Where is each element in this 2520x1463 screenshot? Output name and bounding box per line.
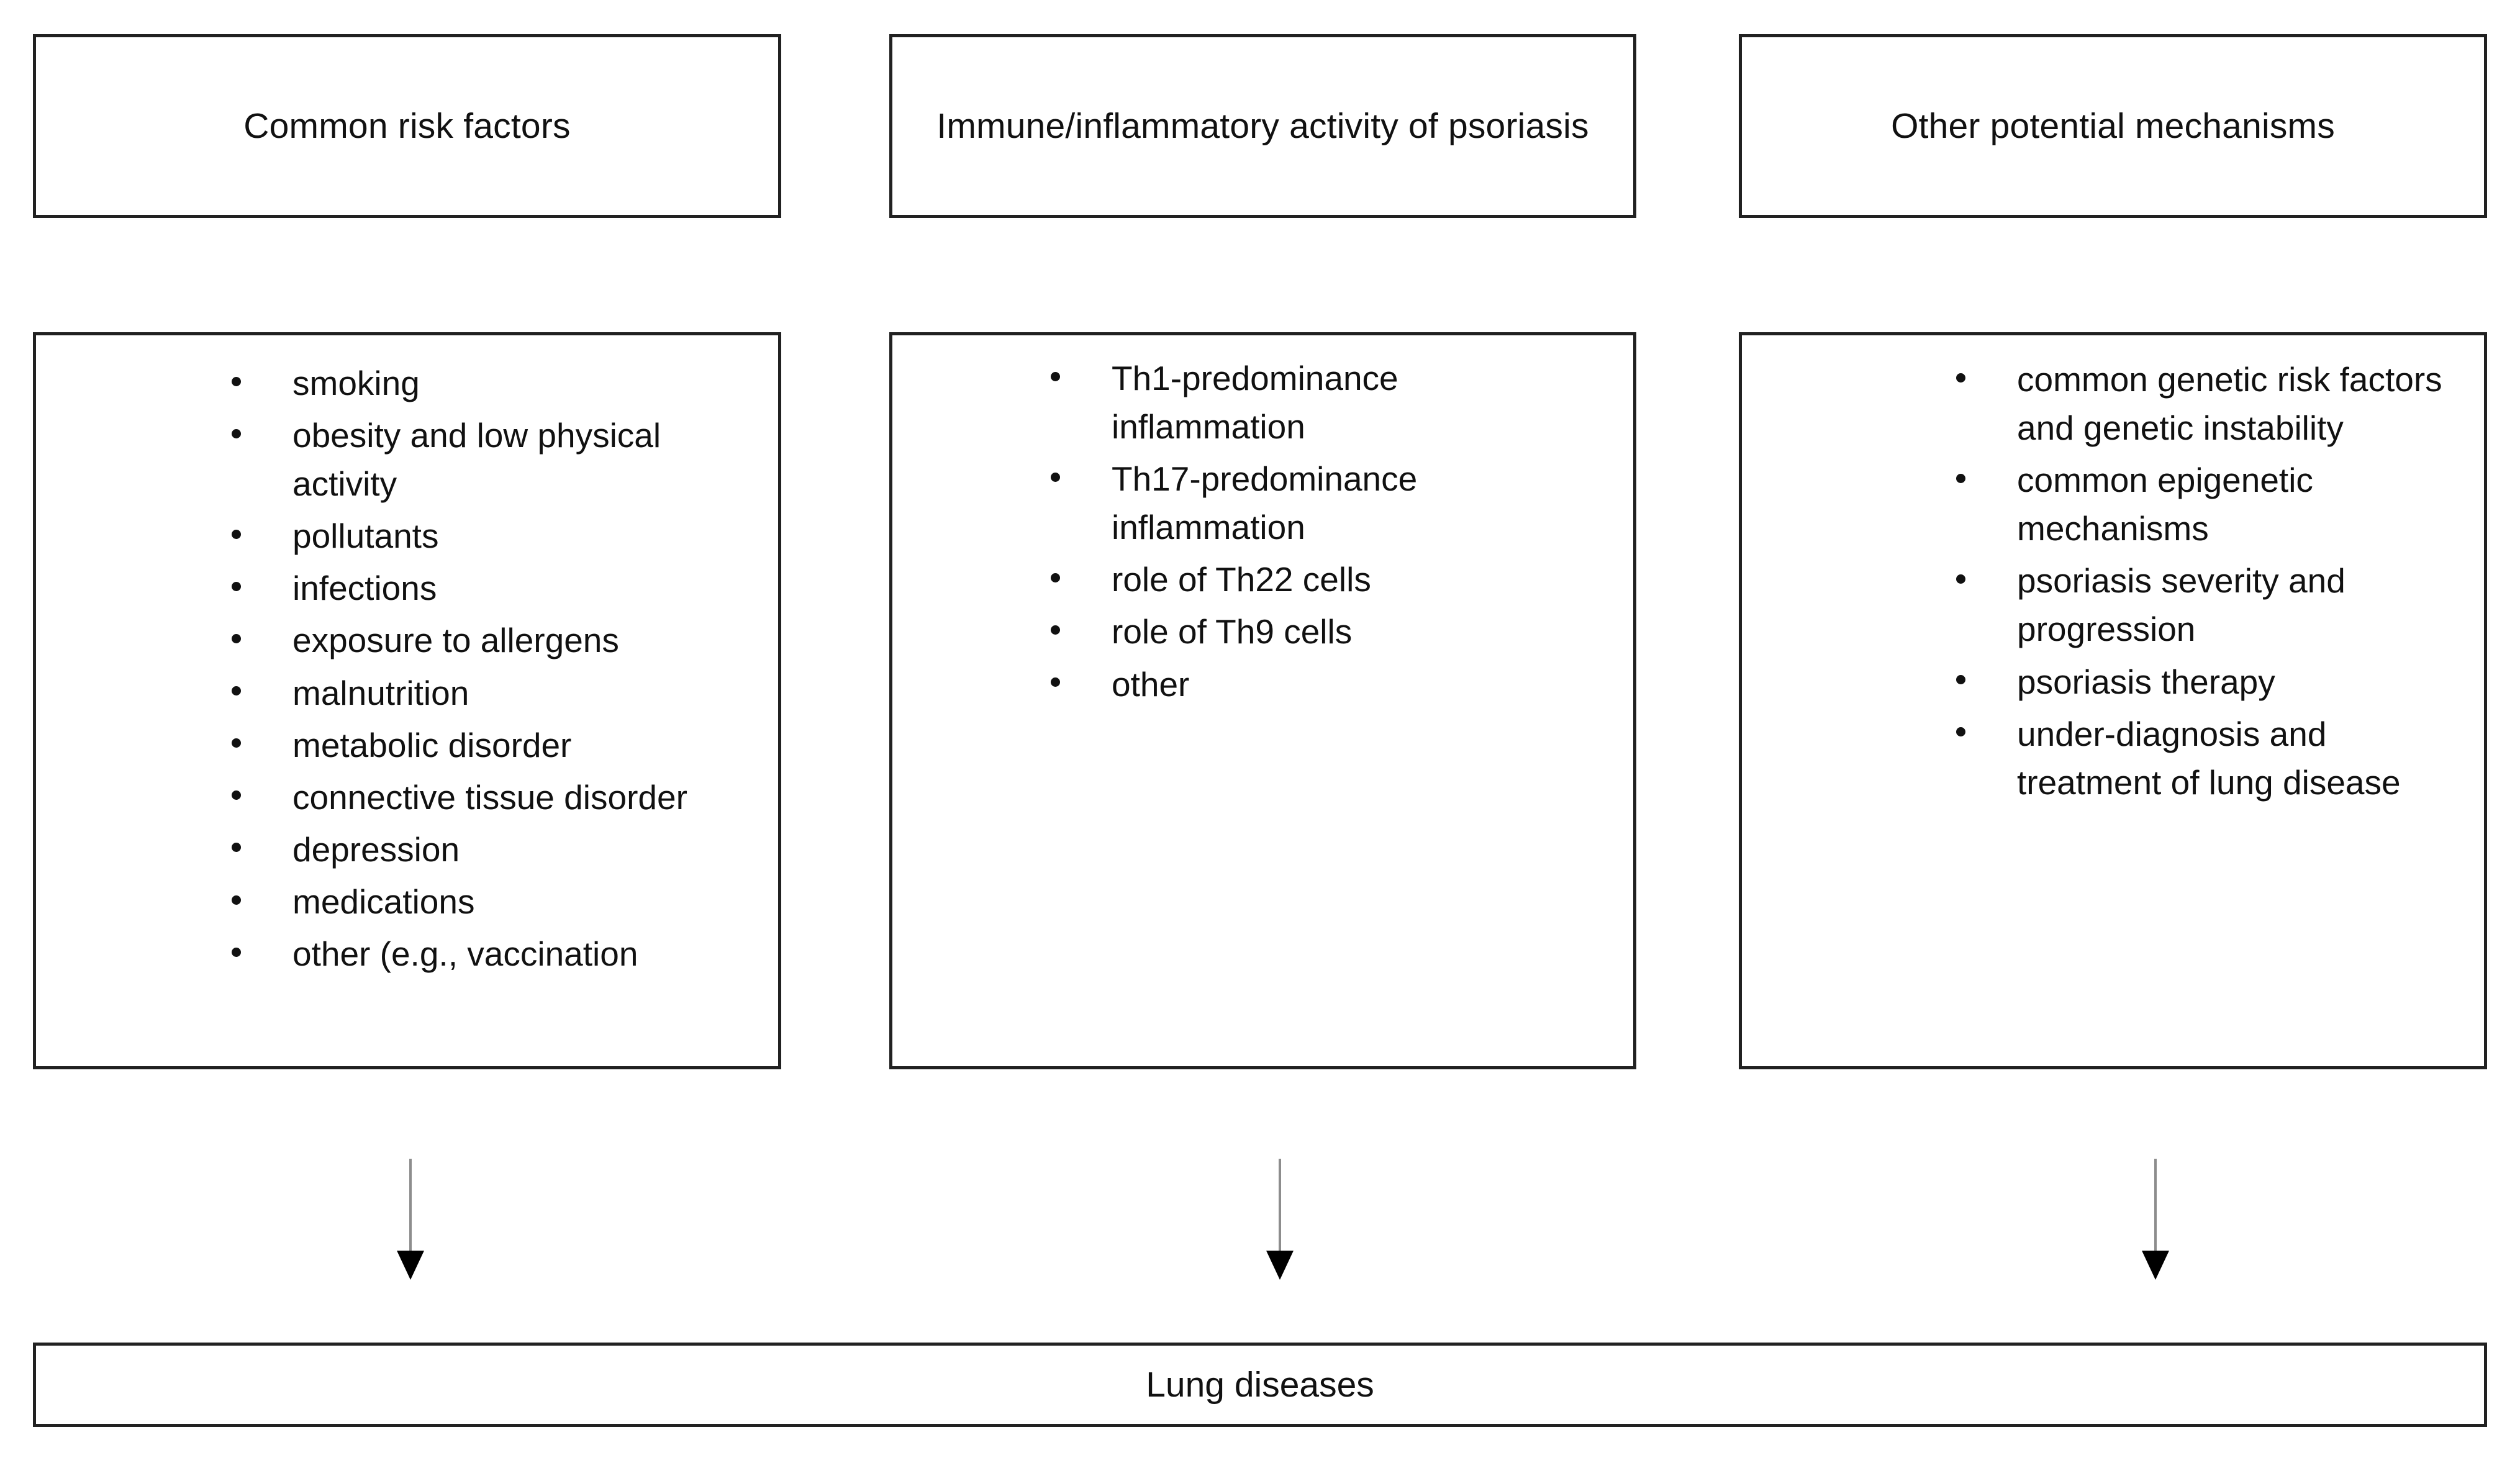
list-item-label: depression (292, 830, 460, 869)
list-item-label: medications (292, 882, 475, 921)
list-item: other (1051, 660, 1597, 709)
list-item-label: common genetic risk factors and genetic … (2017, 360, 2442, 448)
list-item-label: pollutants (292, 517, 439, 556)
header-box-other-potential-mechanisms: Other potential mechanisms (1739, 34, 2487, 218)
bullet-list-column-3: common genetic risk factors and genetic … (1956, 355, 2465, 810)
bullet-dot-icon (232, 529, 241, 539)
list-item-label: metabolic disorder (292, 725, 572, 764)
bullet-dot-icon (1051, 371, 1060, 381)
list-item: common epigenetic mechanisms (1956, 456, 2465, 553)
bullet-dot-icon (232, 376, 241, 386)
bullet-dot-icon (232, 428, 241, 438)
list-item-label: psoriasis severity and progression (2017, 561, 2346, 649)
list-item-label: common epigenetic mechanisms (2017, 461, 2313, 548)
list-item-label: smoking (292, 364, 420, 402)
bullet-dot-icon (232, 843, 241, 853)
arrow-shaft (409, 1159, 412, 1253)
list-item: infections (232, 564, 766, 612)
bullet-dot-icon (232, 581, 241, 591)
header-label-column-3: Other potential mechanisms (1891, 106, 2335, 146)
bullet-list-column-1: smoking obesity and low physical activit… (232, 359, 766, 982)
arrow-head-icon (2142, 1251, 2169, 1280)
outcome-box-lung-diseases: Lung diseases (33, 1343, 2487, 1427)
bullet-dot-icon (1956, 574, 1965, 584)
arrow-shaft (1279, 1159, 1281, 1253)
arrow-head-icon (1266, 1251, 1294, 1280)
bullet-dot-icon (1051, 573, 1060, 582)
list-item-label: psoriasis therapy (2017, 662, 2275, 701)
bullet-dot-icon (1051, 472, 1060, 482)
bullet-dot-icon (1956, 373, 1965, 383)
list-item-label: malnutrition (292, 673, 469, 712)
bullet-dot-icon (1956, 675, 1965, 685)
list-item: medications (232, 877, 766, 926)
list-item-label: other (1112, 664, 1190, 704)
outcome-label: Lung diseases (1146, 1364, 1374, 1405)
list-item: role of Th22 cells (1051, 555, 1597, 604)
list-item-label: exposure to allergens (292, 621, 619, 660)
bullet-dot-icon (232, 686, 241, 696)
arrow-shaft (2154, 1159, 2157, 1253)
list-item-label: role of Th9 cells (1112, 612, 1353, 651)
arrow-down-column-3 (2136, 1159, 2173, 1283)
list-item: pollutants (232, 512, 766, 560)
list-item-label: under-diagnosis and treatment of lung di… (2017, 714, 2401, 802)
arrow-down-column-2 (1261, 1159, 1298, 1283)
list-box-other-potential-mechanisms: common genetic risk factors and genetic … (1739, 332, 2487, 1069)
list-item-label: Th17-predominance inflammation (1112, 460, 1418, 547)
list-item: depression (232, 825, 766, 874)
bullet-dot-icon (1051, 677, 1060, 687)
bullet-dot-icon (232, 947, 241, 957)
bullet-dot-icon (1051, 625, 1060, 635)
list-item-label: infections (292, 569, 437, 608)
header-label-column-1: Common risk factors (243, 106, 571, 146)
list-item-label: obesity and low physical activity (292, 416, 661, 504)
bullet-dot-icon (232, 634, 241, 644)
list-item: metabolic disorder (232, 721, 766, 769)
bullet-dot-icon (1956, 727, 1965, 737)
list-item: obesity and low physical activity (232, 411, 766, 508)
header-label-column-2: Immune/inflammatory activity of psoriasi… (936, 106, 1589, 146)
list-item: psoriasis therapy (1956, 658, 2465, 706)
list-item: psoriasis severity and progression (1956, 556, 2465, 653)
list-item-label: connective tissue disorder (292, 777, 687, 817)
list-item: malnutrition (232, 669, 766, 717)
arrow-head-icon (397, 1251, 424, 1280)
list-item: common genetic risk factors and genetic … (1956, 355, 2465, 452)
bullet-dot-icon (232, 895, 241, 905)
bullet-dot-icon (232, 738, 241, 748)
list-item: exposure to allergens (232, 616, 766, 664)
list-box-immune-inflammatory-activity: Th1-predominance inflammation Th17-predo… (889, 332, 1636, 1069)
list-item: Th17-predominance inflammation (1051, 455, 1597, 551)
list-item: smoking (232, 359, 766, 407)
list-box-common-risk-factors: smoking obesity and low physical activit… (33, 332, 781, 1069)
list-item: role of Th9 cells (1051, 607, 1597, 656)
list-item: connective tissue disorder (232, 773, 766, 822)
list-item-label: Th1-predominance inflammation (1112, 359, 1398, 446)
list-item-label: other (e.g., vaccination (292, 935, 638, 974)
arrow-down-column-1 (391, 1159, 428, 1283)
bullet-dot-icon (1956, 473, 1965, 483)
header-box-immune-inflammatory-activity: Immune/inflammatory activity of psoriasi… (889, 34, 1636, 218)
list-item-label: role of Th22 cells (1112, 560, 1371, 599)
list-item: Th1-predominance inflammation (1051, 354, 1597, 451)
list-item: under-diagnosis and treatment of lung di… (1956, 710, 2465, 807)
bullet-list-column-2: Th1-predominance inflammation Th17-predo… (1051, 354, 1597, 712)
header-box-common-risk-factors: Common risk factors (33, 34, 781, 218)
bullet-dot-icon (232, 790, 241, 800)
list-item: other (e.g., vaccination (232, 930, 766, 978)
